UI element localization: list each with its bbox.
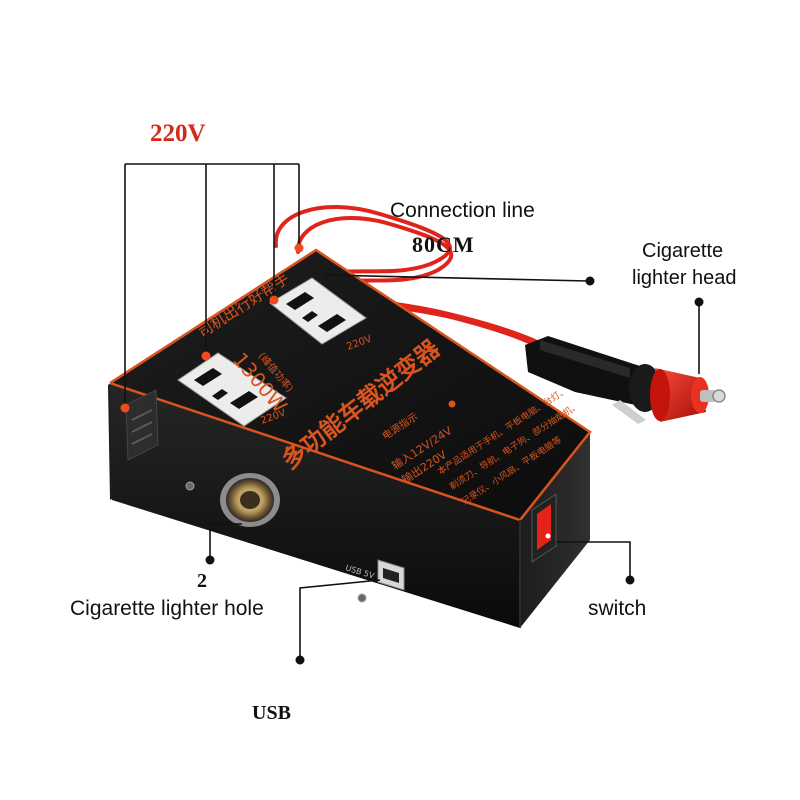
lighter-hole-callout-dot (205, 555, 215, 565)
lighter-head-label-line2: lighter head (632, 267, 737, 289)
power-indicator-light (448, 400, 456, 408)
outlet-socket-left (177, 352, 287, 427)
cable-callout-line (324, 274, 589, 282)
cable-callout-dot (585, 276, 595, 286)
voltage-callout-lines (124, 163, 300, 405)
usb-port (377, 559, 405, 591)
power-switch (531, 493, 557, 563)
cigarette-lighter-plug (525, 336, 726, 424)
switch-callout-dot (625, 575, 635, 585)
usb-callout-dot (295, 655, 305, 665)
front-screw-left (185, 481, 195, 491)
switch-callout-line (556, 541, 631, 578)
switch-label: switch (588, 597, 647, 620)
voltage-callout-dots (120, 243, 304, 413)
connection-cable (273, 205, 562, 360)
fan-grille (125, 389, 159, 461)
outlet-socket-right (269, 277, 367, 345)
lighter-head-label-line1: Cigarette (642, 240, 724, 262)
front-screw-right (357, 593, 367, 603)
cable-length-label: 80CM (412, 232, 475, 257)
connection-line-label: Connection line (390, 199, 535, 222)
usb-callout-line (299, 579, 381, 658)
usb-label: USB (252, 702, 291, 724)
voltage-label: 220V (150, 120, 206, 147)
cigarette-lighter-hole (220, 473, 280, 527)
lighter-head-callout-dot (694, 297, 704, 307)
lighter-hole-label: Cigarette lighter hole (70, 597, 264, 620)
lighter-hole-count: 2 (197, 570, 207, 592)
